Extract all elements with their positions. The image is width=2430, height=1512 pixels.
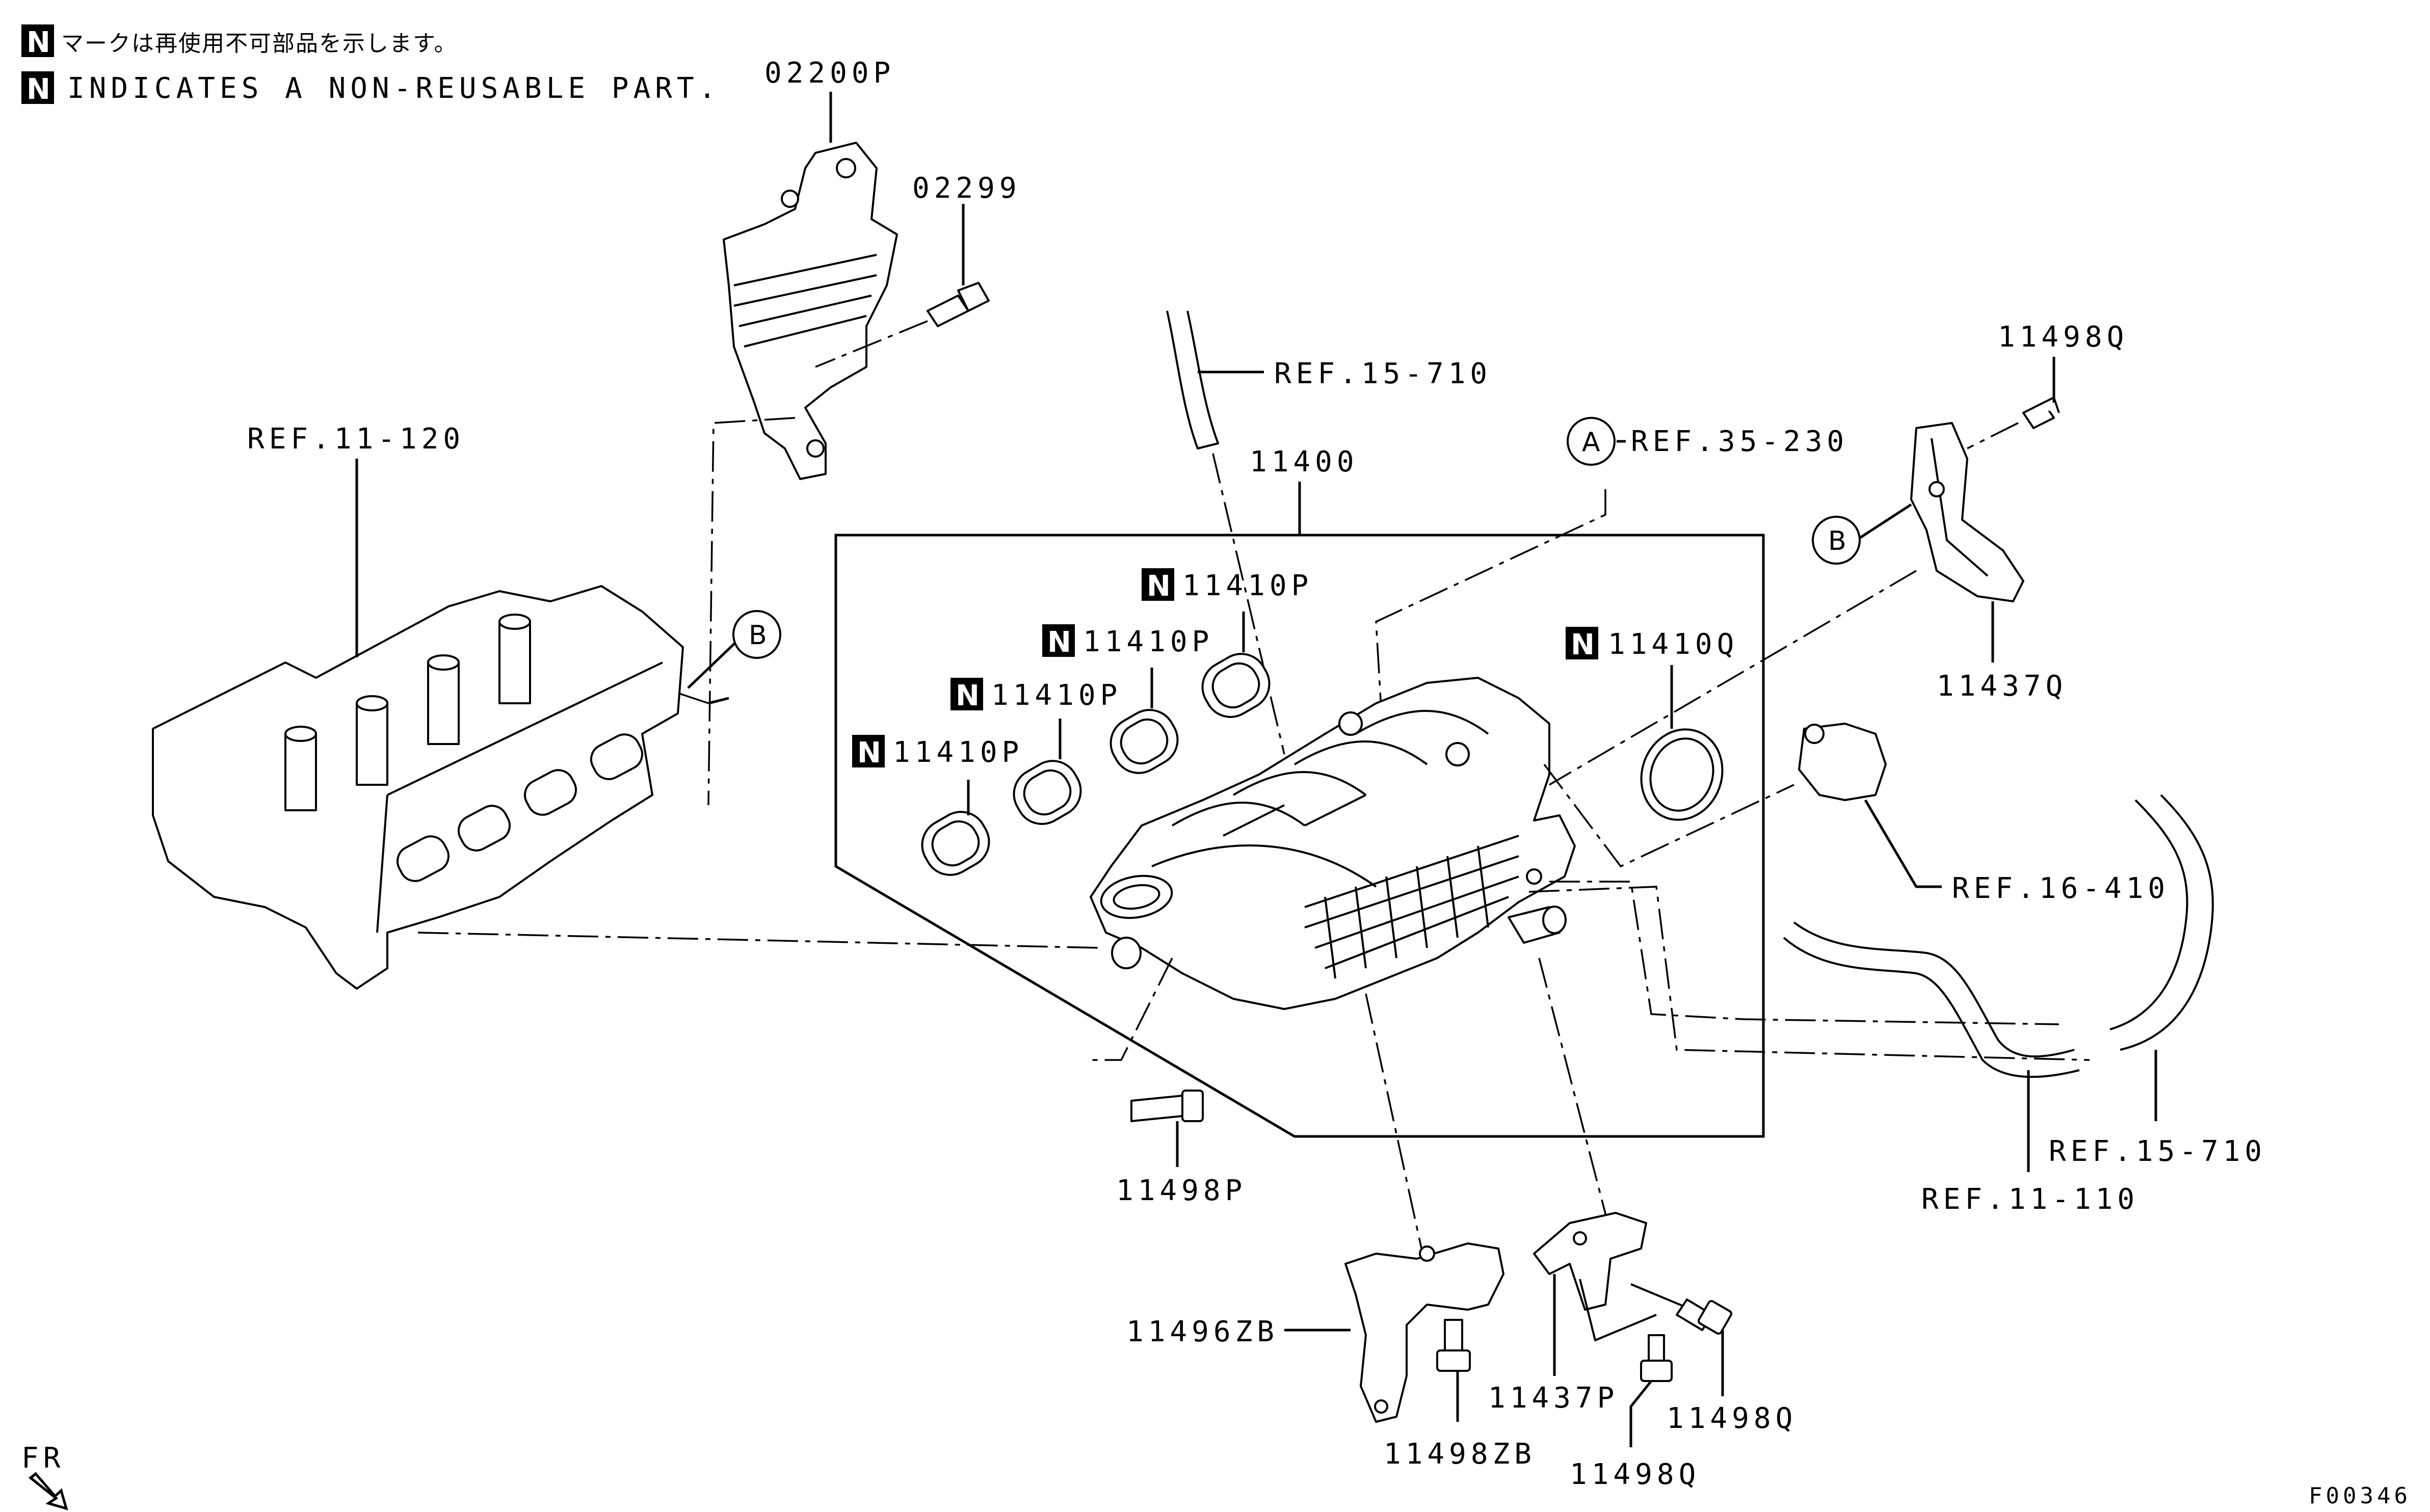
cylinder-head-illustration	[152, 585, 684, 990]
label-ref-15-710-top[interactable]: REF.15-710	[1274, 357, 1492, 390]
badge-text: N	[956, 679, 980, 712]
bolt-11498q-right-icon	[1676, 1298, 1732, 1335]
badge-text: N	[1047, 626, 1071, 659]
label-ref-11-120[interactable]: REF.11-120	[247, 422, 465, 456]
bolt-11498zb-icon	[1436, 1319, 1471, 1372]
centerline-hose-top	[1212, 453, 1285, 755]
callout-b-right-text: B	[1828, 526, 1846, 556]
bracket-11437p-illustration	[1533, 1212, 1647, 1311]
label-ref-11-110[interactable]: REF.11-110	[1921, 1183, 2139, 1216]
legend-badge-text: N	[27, 73, 50, 106]
legend-badge-text: N	[27, 26, 50, 59]
front-arrow-icon	[28, 1472, 68, 1510]
intake-manifold-illustration	[1090, 677, 1576, 1010]
leader-11498q-bottom	[1629, 1380, 1652, 1447]
label-11496zb[interactable]: 11496ZB	[1126, 1315, 1279, 1348]
centerline-02299	[815, 320, 928, 368]
callout-a-text: A	[1582, 427, 1600, 458]
label-11498q-right[interactable]: 11498Q	[1667, 1402, 1797, 1435]
figure-id: F00346	[2309, 1483, 2411, 1509]
label-02200p[interactable]: 02200P	[764, 57, 895, 90]
gasket-11410p-2-icon	[1013, 760, 1082, 825]
gasket-11410p-3-icon	[1110, 709, 1179, 774]
manifold-ribs	[1304, 835, 1519, 979]
centerline-ref-15-710-right	[1528, 886, 2090, 1061]
non-reusable-badge-icon	[21, 24, 54, 57]
centerline-ref-16-410	[1543, 763, 1794, 868]
gasket-label-4[interactable]: N 11410P	[1142, 568, 1313, 652]
gasket-label-1[interactable]: N 11410P	[852, 735, 1023, 815]
sensor-ref-16-410-illustration	[1798, 723, 1887, 801]
legend-jp-note: マークは再使用不可部品を示します。	[61, 31, 458, 57]
gasket-11410q-icon	[1640, 728, 1724, 821]
centerline-b-left	[707, 417, 796, 806]
centerline-head-to-manifold	[417, 932, 1101, 949]
callout-b-left[interactable]	[732, 610, 781, 659]
label-11410p-1: 11410P	[893, 736, 1023, 769]
bracket-02200p-illustration	[723, 142, 898, 480]
label-ref-35-230[interactable]: REF.35-230	[1631, 425, 1848, 458]
badge-text: N	[857, 736, 881, 770]
callout-a[interactable]	[1567, 417, 1616, 466]
badge-text: N	[1571, 628, 1595, 661]
non-reusable-badge-icon	[1042, 624, 1075, 657]
non-reusable-badge-icon	[21, 71, 54, 104]
bolt-11498q-bottom-icon	[1640, 1334, 1673, 1382]
centerline-b-left-2	[677, 692, 709, 704]
centerline-ref-11-110	[1549, 881, 2059, 1025]
centerline-11496zb	[1365, 993, 1428, 1275]
label-11410p-2: 11410P	[991, 679, 1122, 712]
label-11498q-top[interactable]: 11498Q	[1998, 321, 2128, 354]
legend: N マークは再使用不可部品を示します。 N INDICATES A NON-RE…	[21, 24, 720, 106]
label-11410p-3: 11410P	[1083, 625, 1213, 658]
hose-ref-15-710-top	[1166, 310, 1219, 449]
hose-ref-11-110	[1783, 921, 2080, 1078]
centerline-11437p	[1538, 958, 1612, 1234]
label-11410p-4: 11410P	[1182, 569, 1313, 602]
centerline-b-right	[1549, 570, 1917, 786]
label-front: FR	[21, 1442, 65, 1475]
leader-b-left	[708, 697, 729, 705]
bracket-11437q-illustration	[1910, 422, 2024, 602]
gasket-label-3[interactable]: N 11410P	[1042, 624, 1213, 708]
label-11498p[interactable]: 11498P	[1116, 1174, 1247, 1207]
non-reusable-badge-icon	[1566, 627, 1598, 659]
non-reusable-badge-icon	[950, 678, 983, 710]
leader-ref-16-410	[1864, 799, 1942, 888]
label-11498zb[interactable]: 11498ZB	[1384, 1438, 1536, 1471]
non-reusable-badge-icon	[1142, 568, 1174, 601]
label-11437q[interactable]: 11437Q	[1937, 670, 2067, 703]
callout-b-left-text: B	[749, 620, 767, 651]
bolt-11498q-top-icon	[2022, 396, 2060, 429]
non-reusable-badge-icon	[852, 735, 885, 767]
label-11437p[interactable]: 11437P	[1488, 1382, 1619, 1415]
gasket-label-q[interactable]: N 11410Q	[1566, 627, 1738, 729]
gasket-11410p-1-icon	[921, 811, 990, 876]
bolt-11498p-icon	[1130, 1090, 1204, 1122]
gasket-11410p-4-icon	[1201, 653, 1271, 718]
front-direction-indicator: FR	[21, 1442, 68, 1510]
intake-ports	[396, 733, 644, 882]
label-ref-16-410[interactable]: REF.16-410	[1952, 872, 2170, 905]
assembly-frame-11400[interactable]	[834, 534, 1765, 1138]
gaskets-11410p	[921, 653, 1271, 876]
gasket-label-2[interactable]: N 11410P	[950, 678, 1122, 759]
badge-text: N	[1147, 570, 1171, 603]
bracket-11496zb-illustration	[1344, 1242, 1504, 1423]
label-ref-15-710-right[interactable]: REF.15-710	[2049, 1135, 2266, 1168]
hose-ref-15-710-right	[2109, 794, 2214, 1051]
head-studs	[284, 614, 531, 811]
callout-b-right[interactable]	[1812, 516, 1861, 565]
bolt-02299-icon	[927, 282, 990, 327]
centerline-11498p	[1091, 958, 1173, 1061]
label-11498q-bottom[interactable]: 11498Q	[1570, 1458, 1700, 1491]
label-11400[interactable]: 11400	[1250, 445, 1359, 479]
centerline-11498q-top	[1967, 422, 2019, 449]
label-11410q: 11410Q	[1608, 628, 1738, 661]
label-02299[interactable]: 02299	[912, 172, 1021, 205]
legend-en-note: INDICATES A NON-REUSABLE PART.	[67, 72, 720, 105]
